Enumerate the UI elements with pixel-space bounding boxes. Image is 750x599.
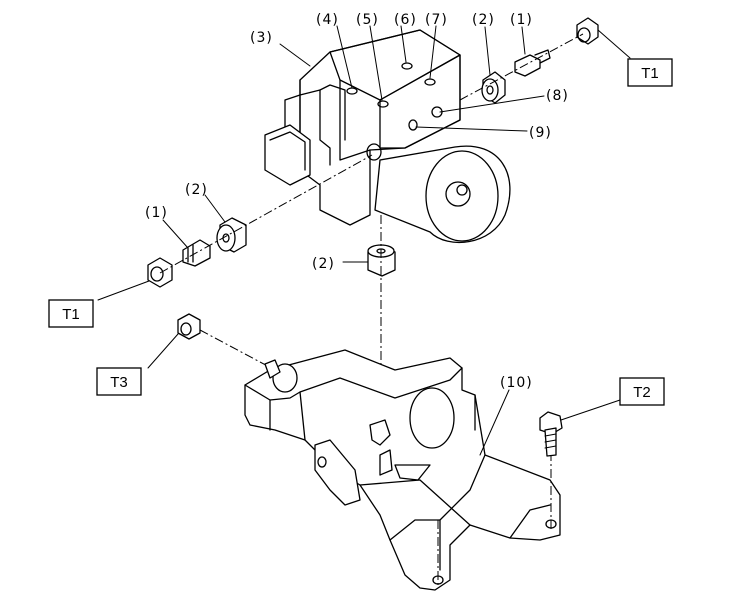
torque-t2-label: T2 bbox=[633, 384, 651, 401]
bolt-t2 bbox=[539, 411, 563, 457]
callout-3: (3) bbox=[250, 30, 273, 46]
nut-t3 bbox=[177, 313, 281, 379]
torque-box-t1-top: T1 bbox=[627, 58, 673, 87]
callout-4: (4) bbox=[316, 12, 339, 28]
torque-labels: T1 T1 T3 T2 bbox=[48, 58, 673, 406]
callout-6: (6) bbox=[394, 12, 417, 28]
left-bushing-assembly bbox=[147, 154, 373, 288]
callout-7: (7) bbox=[425, 12, 448, 28]
callout-labels: (4) (5) (6) (7) (3) (2) (1) (8) (9) (1) … bbox=[145, 12, 569, 391]
callout-2-left: (2) bbox=[185, 182, 208, 198]
top-bushing-assembly bbox=[459, 17, 599, 104]
callout-10: (10) bbox=[500, 375, 533, 391]
leader-lines bbox=[97, 25, 631, 456]
torque-t3-label: T3 bbox=[110, 374, 128, 391]
callout-2-mid: (2) bbox=[312, 256, 335, 272]
callout-9: (9) bbox=[529, 125, 552, 141]
callout-2-top: (2) bbox=[472, 12, 495, 28]
torque-t1-top-label: T1 bbox=[641, 65, 659, 82]
callout-1-top: (1) bbox=[510, 12, 533, 28]
torque-box-t2: T2 bbox=[619, 377, 665, 406]
callout-8: (8) bbox=[546, 88, 569, 104]
callout-5: (5) bbox=[356, 12, 379, 28]
torque-t1-left-label: T1 bbox=[62, 306, 80, 323]
callout-1-left: (1) bbox=[145, 205, 168, 221]
torque-box-t1-left: T1 bbox=[48, 299, 94, 328]
torque-box-t3: T3 bbox=[96, 367, 142, 396]
hydraulic-control-unit bbox=[264, 29, 511, 244]
